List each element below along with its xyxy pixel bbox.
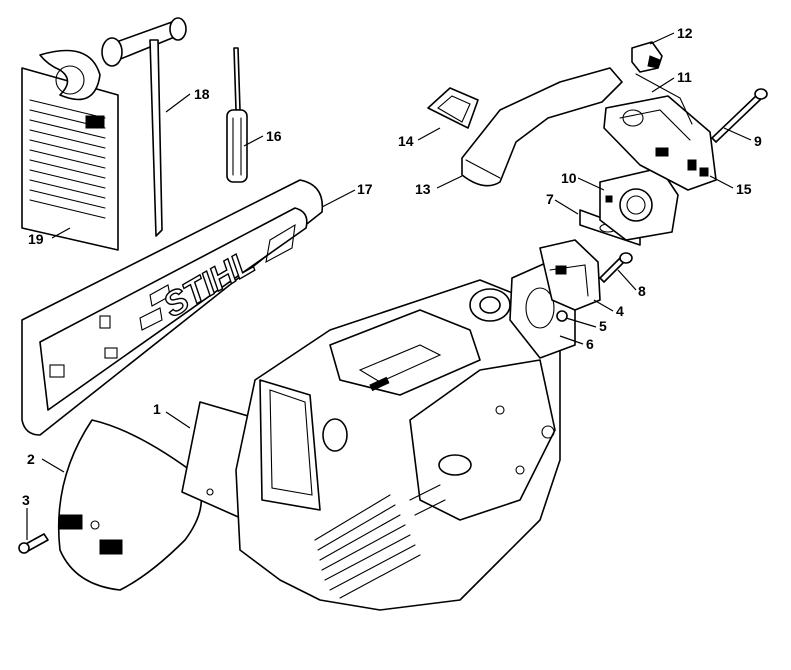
callout-7: 7: [546, 191, 554, 207]
callout-6: 6: [586, 336, 594, 352]
callout-9: 9: [754, 133, 762, 149]
callout-11: 11: [677, 69, 692, 85]
callout-8: 8: [638, 283, 646, 299]
part-9-bolt: [711, 88, 768, 143]
part-11-rod: [635, 73, 693, 125]
main-housing: [235, 279, 561, 611]
callout-19: 19: [28, 231, 44, 247]
leader-lines: [26, 32, 752, 540]
callout-1: 1: [153, 401, 161, 417]
part-8-screw: [599, 252, 633, 283]
part-12-clip: [631, 41, 663, 73]
part-5-nut: [556, 310, 568, 322]
part-14-seal: [427, 87, 479, 129]
callout-17: 17: [357, 181, 373, 197]
callout-10: 10: [561, 170, 577, 186]
part-18-combination-wrench: [101, 17, 187, 237]
callout-3: 3: [22, 492, 30, 508]
callout-4: 4: [616, 303, 624, 319]
callout-13: 13: [415, 181, 431, 197]
callout-2: 2: [27, 451, 35, 467]
part-4-flange: [539, 239, 601, 311]
callout-16: 16: [266, 128, 282, 144]
part-10-carburetor: [599, 167, 679, 241]
callout-12: 12: [677, 25, 693, 41]
callout-15: 15: [736, 181, 752, 197]
part-15-filter-housing: [603, 95, 717, 191]
callout-5: 5: [599, 318, 607, 334]
part-2-side-cover: [57, 419, 203, 591]
callout-18: 18: [194, 86, 210, 102]
part-16-screwdriver: [226, 47, 248, 183]
callout-14: 14: [398, 133, 414, 149]
part-19-manual: [21, 49, 119, 251]
part-13-intake-duct: [461, 67, 623, 187]
part-3-screw: [18, 533, 49, 554]
callout-labels: 1 2 3 4 5 6 7 8 9 10 11 12 13 14 15 16 1…: [22, 25, 762, 508]
